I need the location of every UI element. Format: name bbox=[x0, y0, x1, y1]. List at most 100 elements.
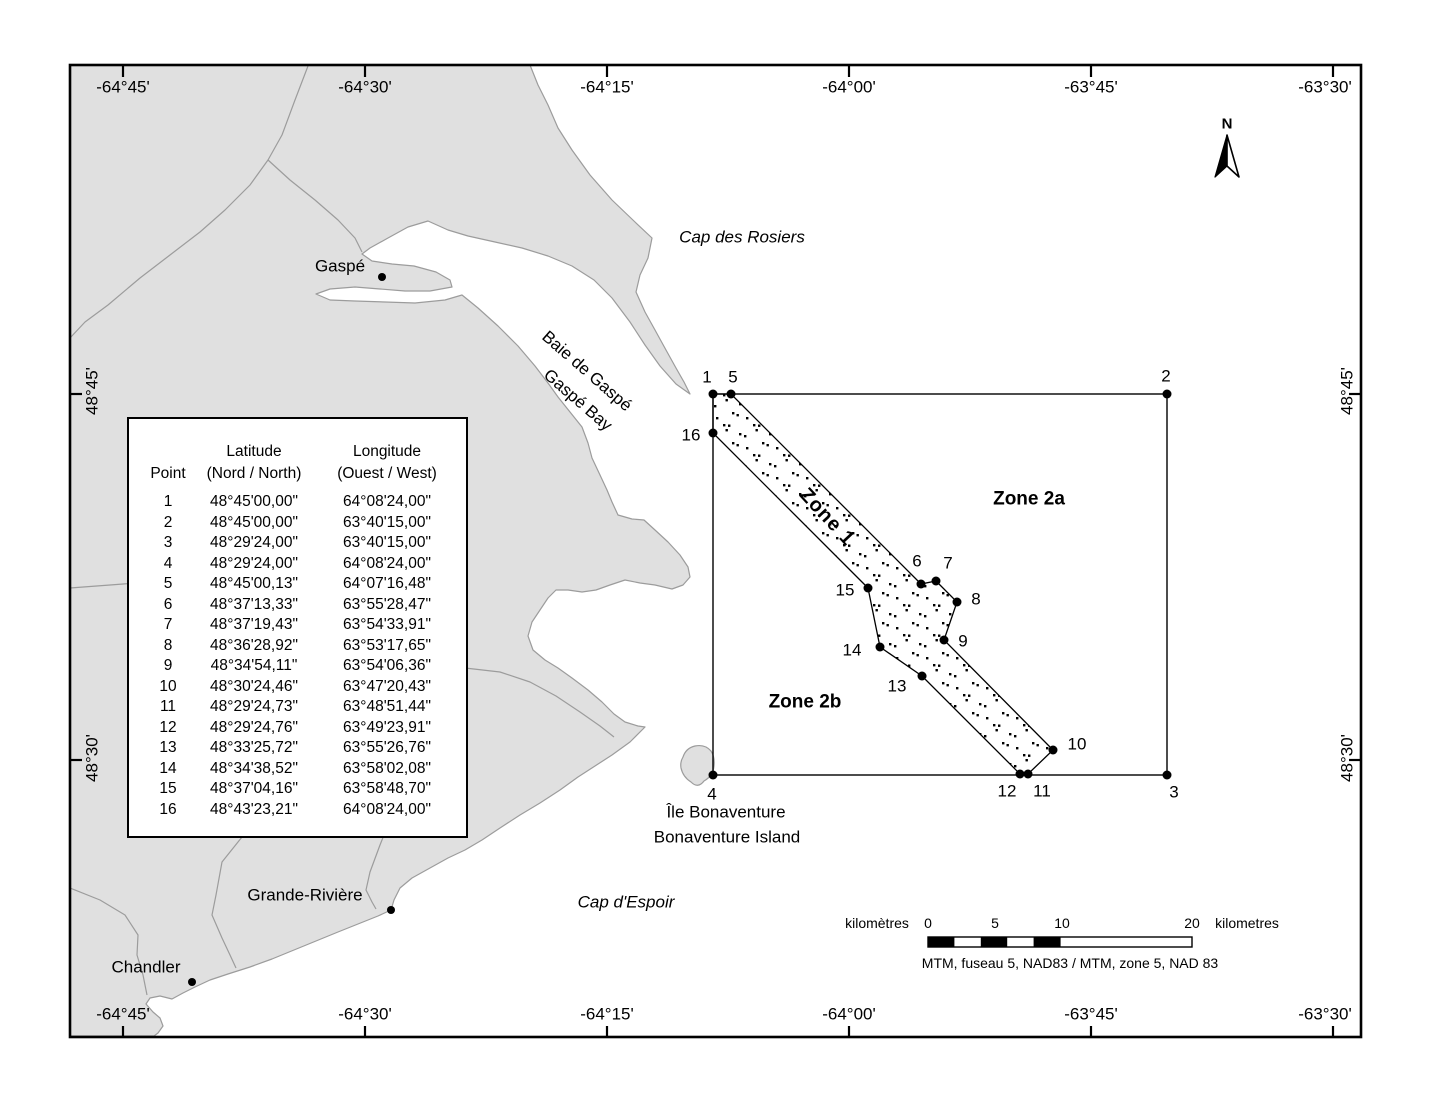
point-label-14: 14 bbox=[842, 640, 862, 660]
place-label-bonaventure-island: Bonaventure Island bbox=[653, 827, 801, 847]
zone2b-label: Zone 2b bbox=[768, 691, 842, 713]
table-cell: 48°29'24,00" bbox=[210, 534, 298, 551]
axis-label-top-5: -63°45' bbox=[1064, 77, 1118, 97]
place-label-gaspe: Gaspé bbox=[314, 256, 366, 276]
point-label-1: 1 bbox=[702, 367, 712, 387]
table-cell: 63°49'23,91" bbox=[343, 719, 431, 736]
table-cell: 48°37'04,16" bbox=[210, 780, 298, 797]
table-cell: 63°55'26,76" bbox=[343, 739, 431, 756]
axis-label-bottom-6: -63°30' bbox=[1298, 1004, 1352, 1024]
table-header-point: Point bbox=[150, 465, 186, 482]
place-label-cap-despoir: Cap d'Espoir bbox=[577, 892, 675, 912]
axis-label-right-2: 48°30' bbox=[1337, 734, 1357, 782]
table-cell: 48°37'13,33" bbox=[210, 596, 298, 613]
axis-label-bottom-5: -63°45' bbox=[1064, 1004, 1118, 1024]
place-label-chandler: Chandler bbox=[111, 957, 181, 977]
scalebar-unit-left: kilomètres bbox=[845, 915, 909, 931]
scalebar-tick-10: 10 bbox=[1054, 915, 1070, 931]
table-cell: 63°48'51,44" bbox=[343, 698, 431, 715]
table-cell: 48°36'28,92" bbox=[210, 637, 298, 654]
scalebar-tick-0: 0 bbox=[924, 915, 932, 931]
table-cell: 48°33'25,72" bbox=[210, 739, 298, 756]
table-cell: 4 bbox=[163, 555, 173, 572]
axis-label-bottom-1: -64°45' bbox=[96, 1004, 150, 1024]
point-label-7: 7 bbox=[943, 553, 953, 573]
table-cell: 63°55'28,47" bbox=[343, 596, 431, 613]
zone2-rectangle bbox=[712, 393, 1168, 776]
table-cell: 48°43'23,21" bbox=[210, 801, 298, 818]
axis-label-left-1: 48°45' bbox=[82, 367, 102, 415]
table-cell: 48°45'00,00" bbox=[210, 493, 298, 510]
point-label-3: 3 bbox=[1169, 782, 1179, 802]
point-label-15: 15 bbox=[835, 580, 855, 600]
zone1-polygon bbox=[712, 393, 1054, 775]
table-cell: 14 bbox=[159, 760, 177, 777]
table-cell: 63°53'17,65" bbox=[343, 637, 431, 654]
map-frame bbox=[68, 63, 1363, 1039]
point-label-11: 11 bbox=[1033, 781, 1051, 801]
axis-label-top-3: -64°15' bbox=[580, 77, 634, 97]
table-cell: 63°54'33,91" bbox=[343, 616, 431, 633]
town-dots bbox=[188, 273, 395, 986]
scale-bar bbox=[927, 936, 1193, 948]
table-header-lon-sub: (Ouest / West) bbox=[337, 465, 437, 482]
table-header-latitude: Latitude bbox=[226, 443, 282, 460]
point-label-13: 13 bbox=[887, 676, 907, 696]
table-cell: 63°47'20,43" bbox=[343, 678, 431, 695]
table-cell: 48°29'24,00" bbox=[210, 555, 298, 572]
point-label-8: 8 bbox=[971, 589, 981, 609]
point-label-16: 16 bbox=[681, 425, 701, 445]
axis-label-right-1: 48°45' bbox=[1337, 367, 1357, 415]
table-cell: 3 bbox=[163, 534, 173, 551]
table-cell: 48°29'24,76" bbox=[210, 719, 298, 736]
bonaventure-island bbox=[680, 744, 715, 786]
table-cell: 48°29'24,73" bbox=[210, 698, 298, 715]
table-cell: 64°08'24,00" bbox=[343, 493, 431, 510]
table-cell: 8 bbox=[163, 637, 173, 654]
axis-label-top-6: -63°30' bbox=[1298, 77, 1352, 97]
table-cell: 48°34'54,11" bbox=[210, 657, 298, 674]
table-cell: 64°07'16,48" bbox=[343, 575, 431, 592]
north-label: N bbox=[1221, 115, 1233, 133]
place-label-grande-riviere: Grande-Rivière bbox=[247, 885, 363, 905]
north-arrow-icon bbox=[1214, 134, 1240, 178]
scalebar-tick-20: 20 bbox=[1184, 915, 1200, 931]
axis-label-top-4: -64°00' bbox=[822, 77, 876, 97]
table-cell: 48°45'00,13" bbox=[210, 575, 298, 592]
point-label-5: 5 bbox=[728, 367, 738, 387]
table-cell: 48°37'19,43" bbox=[210, 616, 298, 633]
point-label-4: 4 bbox=[707, 784, 717, 804]
axis-label-left-2: 48°30' bbox=[82, 734, 102, 782]
table-cell: 13 bbox=[159, 739, 177, 756]
table-cell: 63°40'15,00" bbox=[343, 514, 431, 531]
table-cell: 15 bbox=[159, 780, 177, 797]
table-cell: 9 bbox=[163, 657, 173, 674]
zone2a-label: Zone 2a bbox=[993, 488, 1065, 510]
axis-label-bottom-3: -64°15' bbox=[580, 1004, 634, 1024]
point-label-6: 6 bbox=[912, 551, 922, 571]
scalebar-unit-right: kilometres bbox=[1215, 915, 1279, 931]
point-label-10: 10 bbox=[1067, 734, 1087, 754]
table-cell: 48°30'24,46" bbox=[210, 678, 298, 695]
survey-point-dots bbox=[708, 389, 1172, 780]
table-cell: 63°58'48,70" bbox=[343, 780, 431, 797]
table-header-lat-sub: (Nord / North) bbox=[206, 465, 302, 482]
scalebar-datum-note: MTM, fuseau 5, NAD83 / MTM, zone 5, NAD … bbox=[921, 955, 1219, 971]
table-cell: 11 bbox=[159, 698, 177, 715]
table-cell: 2 bbox=[163, 514, 173, 531]
axis-label-top-1: -64°45' bbox=[96, 77, 150, 97]
table-cell: 64°08'24,00" bbox=[343, 555, 431, 572]
axis-label-bottom-2: -64°30' bbox=[338, 1004, 392, 1024]
axis-ticks bbox=[71, 66, 1360, 1036]
place-label-cap-des-rosiers: Cap des Rosiers bbox=[679, 227, 805, 247]
coordinate-table: Latitude Longitude Point (Nord / North) … bbox=[127, 417, 468, 838]
table-cell: 48°45'00,00" bbox=[210, 514, 298, 531]
table-cell: 10 bbox=[159, 678, 177, 695]
table-header-longitude: Longitude bbox=[352, 443, 422, 460]
point-label-9: 9 bbox=[958, 631, 968, 651]
table-cell: 16 bbox=[159, 801, 177, 818]
table-cell: 48°34'38,52" bbox=[210, 760, 298, 777]
axis-label-bottom-4: -64°00' bbox=[822, 1004, 876, 1024]
table-cell: 63°54'06,36" bbox=[343, 657, 431, 674]
